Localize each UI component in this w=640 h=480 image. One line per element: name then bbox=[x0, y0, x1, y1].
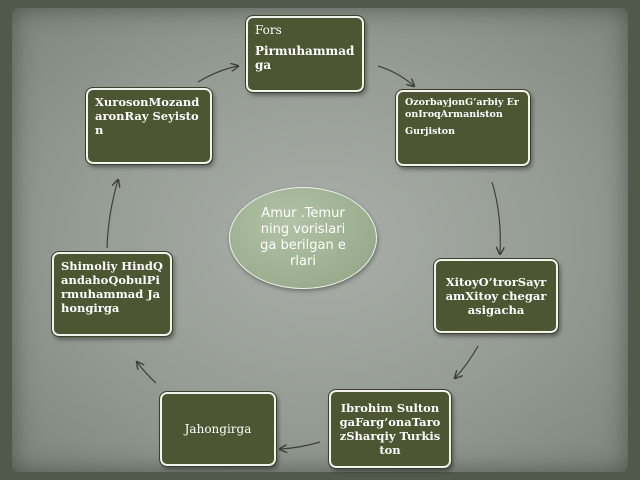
node-jahongirga: Jahongirga bbox=[159, 391, 277, 467]
node-xitoy-line-1: XitoyO’trorSayramXitoy chegarasigacha bbox=[445, 274, 547, 317]
node-ozorbayjon-line-1: OzorbayjonG’arbiy EronIroqArmaniston bbox=[405, 97, 519, 120]
node-ozorbayjon: OzorbayjonG’arbiy EronIroqArmaniston Gur… bbox=[395, 89, 531, 167]
node-shimoliy-hind: Shimoliy HindQandahoQobulPirmuhammad Jah… bbox=[51, 251, 173, 337]
node-fors-line-1: Fors bbox=[255, 23, 282, 37]
node-fors-line-2: Pirmuhammadga bbox=[255, 43, 355, 73]
node-xuroson-line-1: XurosonMozandaronRay Seyiston bbox=[95, 95, 200, 138]
node-shimoliy-line-1: Shimoliy HindQandahoQobulPirmuhammad Jah… bbox=[61, 259, 163, 316]
node-xuroson: XurosonMozandaronRay Seyiston bbox=[85, 87, 213, 165]
arrow-left-upper-to-top bbox=[197, 66, 238, 83]
arrow-bottom-right-to-bottom-left bbox=[280, 441, 321, 449]
arrow-left-lower-to-left-upper bbox=[106, 180, 118, 249]
arrow-top-to-right-upper bbox=[377, 65, 414, 86]
node-ibrohim-sulton: Ibrohim SultongaFarg’onaTarozSharqiy Tur… bbox=[328, 389, 452, 469]
node-ozorbayjon-line-2: Gurjiston bbox=[405, 126, 456, 138]
arrow-right-lower-to-bottom-right bbox=[455, 345, 479, 378]
node-xitoy: XitoyO’trorSayramXitoy chegarasigacha bbox=[433, 258, 559, 334]
arrow-right-upper-to-right-lower bbox=[491, 181, 500, 254]
node-jahongirga-line-1: Jahongirga bbox=[184, 421, 252, 436]
center-oval-title: Amur .Temurning vorislariga berilgan erl… bbox=[229, 187, 377, 289]
arrow-bottom-left-to-left-lower bbox=[137, 362, 157, 384]
node-fors-pirmuhammad: Fors Pirmuhammadga bbox=[245, 15, 365, 93]
center-title: Amur .Temurning vorislariga berilgan erl… bbox=[260, 206, 346, 269]
node-ibrohim-line-1: Ibrohim SultongaFarg’onaTarozSharqiy Tur… bbox=[339, 400, 441, 458]
